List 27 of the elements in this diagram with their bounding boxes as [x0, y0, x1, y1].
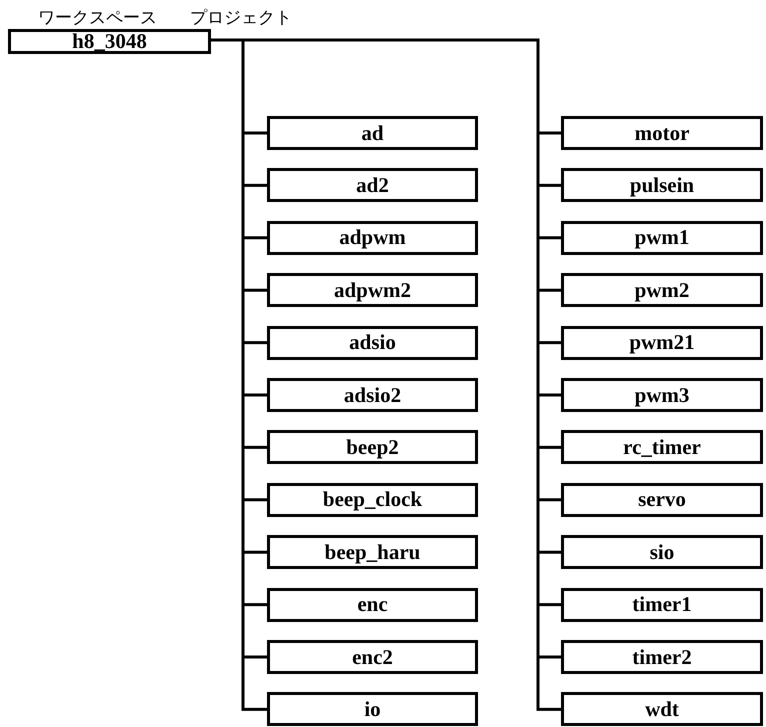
workspace-box: h8_3048 [8, 29, 211, 54]
project-box: pwm2 [561, 273, 763, 308]
project-box: timer1 [561, 588, 763, 622]
project-box: sio [561, 535, 763, 570]
project-box: adsio2 [267, 378, 478, 412]
column-heading: プロジェクト [190, 7, 292, 29]
project-box: pulsein [561, 168, 763, 202]
project-box: io [267, 692, 478, 726]
project-box: pwm3 [561, 378, 763, 412]
project-box: ad2 [267, 168, 478, 202]
project-box: beep_haru [267, 535, 478, 570]
project-box: rc_timer [561, 430, 763, 464]
project-box: beep_clock [267, 482, 478, 517]
project-box: servo [561, 482, 763, 517]
project-box: enc [267, 588, 478, 622]
project-box: enc2 [267, 640, 478, 674]
project-box: timer2 [561, 640, 763, 674]
project-box: beep2 [267, 430, 478, 464]
project-box: adpwm2 [267, 273, 478, 308]
project-box: adpwm [267, 220, 478, 255]
project-box: motor [561, 116, 763, 150]
project-box: adsio [267, 326, 478, 360]
project-box: pwm21 [561, 326, 763, 360]
project-box: ad [267, 116, 478, 150]
project-box: pwm1 [561, 220, 763, 255]
column-heading: ワークスペース [38, 7, 157, 29]
project-box: wdt [561, 692, 763, 726]
